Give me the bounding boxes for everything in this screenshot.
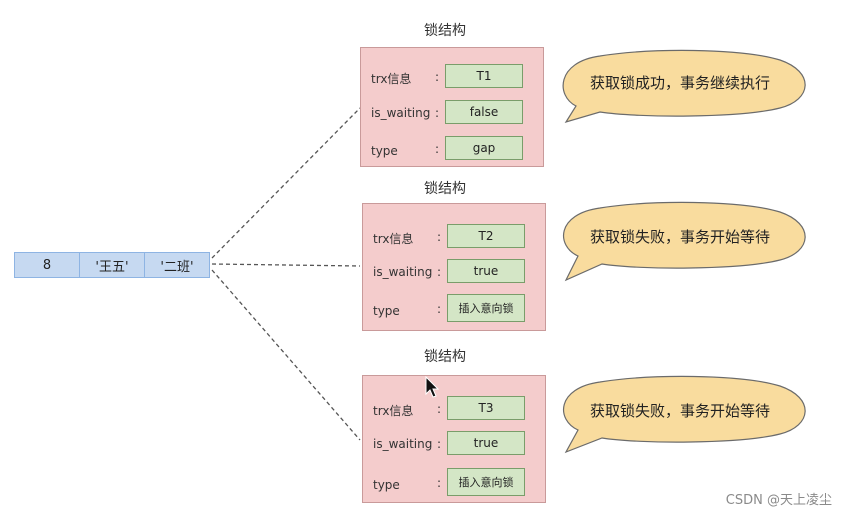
lock-2-trx-label: trx信息 [373,232,414,246]
bubble-text-1: 获取锁成功，事务继续执行 [589,74,770,92]
lock-3-title: 锁结构 [424,349,466,365]
record-cell-class: '二班' [160,259,194,275]
connector-lock-1 [211,107,361,259]
lock-3-waiting-value: true [447,431,525,455]
lock-2-type-value: 插入意向锁 [447,294,525,322]
record-cell-id: 8 [15,253,80,277]
lock-3-trx-value: T3 [447,396,525,420]
bubble-text-3: 获取锁失败，事务开始等待 [589,402,770,420]
lock-1-trx-value: T1 [445,64,523,88]
lock-3-colon-2: : [437,437,442,451]
lock-structure-2: trx信息 : T2 is_waiting : true type : 插入意向… [362,203,546,331]
lock-3-type-value: 插入意向锁 [447,468,525,496]
lock-1-colon-3: : [435,142,440,156]
lock-2-colon-3: : [437,302,442,316]
lock-1-trx-label: trx信息 [371,72,412,86]
lock-1-colon-1: : [435,70,440,84]
lock-2-waiting-label: is_waiting [373,265,433,279]
bubble-text-2: 获取锁失败，事务开始等待 [589,228,770,246]
record-cell-name: '王五' [80,253,145,277]
bubble-shape-2 [563,201,806,282]
lock-3-waiting-label: is_waiting [373,437,433,451]
mouse-pointer-icon [425,376,440,398]
lock-3-trx-label: trx信息 [373,404,414,418]
lock-1-waiting-label: is_waiting [371,106,431,120]
connector-lock-3 [211,269,361,441]
lock-3-type-label: type [373,478,400,492]
lock-1-waiting-value: false [445,100,523,124]
lock-1-title: 锁结构 [424,23,466,39]
watermark: CSDN @天上凌尘 [725,493,832,508]
connector-lock-2 [211,263,361,267]
bubble-shape-1 [562,49,806,124]
lock-2-waiting-value: true [447,259,525,283]
lock-1-type-value: gap [445,136,523,160]
lock-2-colon-2: : [437,265,442,279]
lock-2-type-label: type [373,304,400,318]
lock-1-colon-2: : [435,106,440,120]
bubble-shape-3 [563,375,806,454]
lock-structure-1: trx信息 : T1 is_waiting : false type : gap [360,47,544,167]
lock-structure-3: trx信息 : T3 is_waiting : true type : 插入意向… [362,375,546,503]
lock-2-title: 锁结构 [424,181,466,197]
lock-1-type-label: type [371,144,398,158]
lock-3-colon-1: : [437,402,442,416]
lock-3-colon-3: : [437,476,442,490]
index-record: 8 '王五' '二班' [14,252,210,278]
lock-2-colon-1: : [437,230,442,244]
lock-2-trx-value: T2 [447,224,525,248]
